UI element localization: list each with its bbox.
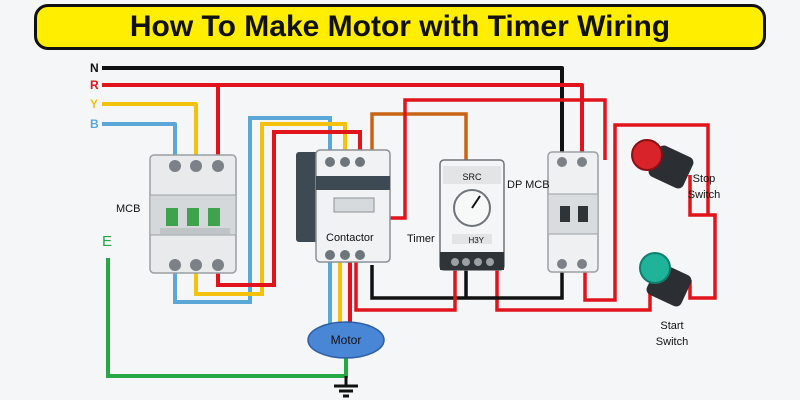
mcb-out-yellow: [194, 122, 347, 296]
start-to-stop-link-wire: [688, 175, 717, 300]
line-label-y: Y: [90, 97, 98, 111]
contactor-to-timer-red-wire: [370, 98, 607, 220]
supply-lines: [102, 66, 584, 160]
page-title: How To Make Motor with Timer Wiring: [34, 4, 766, 50]
yellow-phase-wire: [102, 102, 198, 160]
mcb-handle-icon: [166, 208, 178, 226]
line-label-r: R: [90, 78, 99, 92]
start-push-button: [639, 252, 692, 307]
dp-mcb-handle-icon: [560, 206, 570, 222]
mcb-breaker: [149, 154, 237, 274]
line-labels: N R Y B E: [90, 61, 112, 250]
line-label-e: E: [102, 233, 112, 250]
line-label-n: N: [90, 61, 99, 75]
dp-mcb-label: DP MCB: [507, 179, 550, 191]
contactor-label: Contactor: [326, 232, 374, 244]
start-switch-label-2: Switch: [656, 336, 688, 348]
start-button-icon: [639, 252, 671, 284]
line-label-b: B: [90, 117, 99, 131]
mcb-out-red: [216, 130, 362, 287]
stop-push-button: [631, 139, 694, 189]
contactor-to-motor-wires: [328, 262, 352, 330]
motor: Motor: [307, 321, 385, 359]
blue-phase-wire: [102, 122, 177, 160]
timer-label: Timer: [407, 233, 435, 245]
timer-model-label: H3Y: [468, 236, 484, 245]
contactor-aux-red-wire: [354, 262, 457, 312]
neutral-wire: [102, 66, 564, 160]
ground-symbol-icon: [334, 376, 358, 398]
mcb-label: MCB: [116, 203, 140, 215]
mcb-to-contactor-wires: [173, 116, 362, 304]
earth-wire: [106, 258, 348, 378]
stop-button-icon: [631, 139, 663, 171]
stop-switch-label-2: Switch: [688, 189, 720, 201]
dpmcb-to-stop-switch-wire: [583, 123, 710, 302]
timer-brand-label: SRC: [462, 172, 482, 182]
stop-switch-label-1: Stop: [693, 173, 716, 185]
control-wires: [354, 98, 717, 312]
dp-mcb-breaker: [547, 151, 599, 273]
timer-to-start-switch-wire: [495, 268, 652, 312]
start-switch-label-1: Start: [660, 320, 683, 332]
timer-relay: SRC H3Y: [439, 159, 505, 271]
motor-label: Motor: [331, 333, 362, 347]
contactor: [296, 149, 391, 263]
red-to-dpmcb-wire: [218, 83, 584, 160]
